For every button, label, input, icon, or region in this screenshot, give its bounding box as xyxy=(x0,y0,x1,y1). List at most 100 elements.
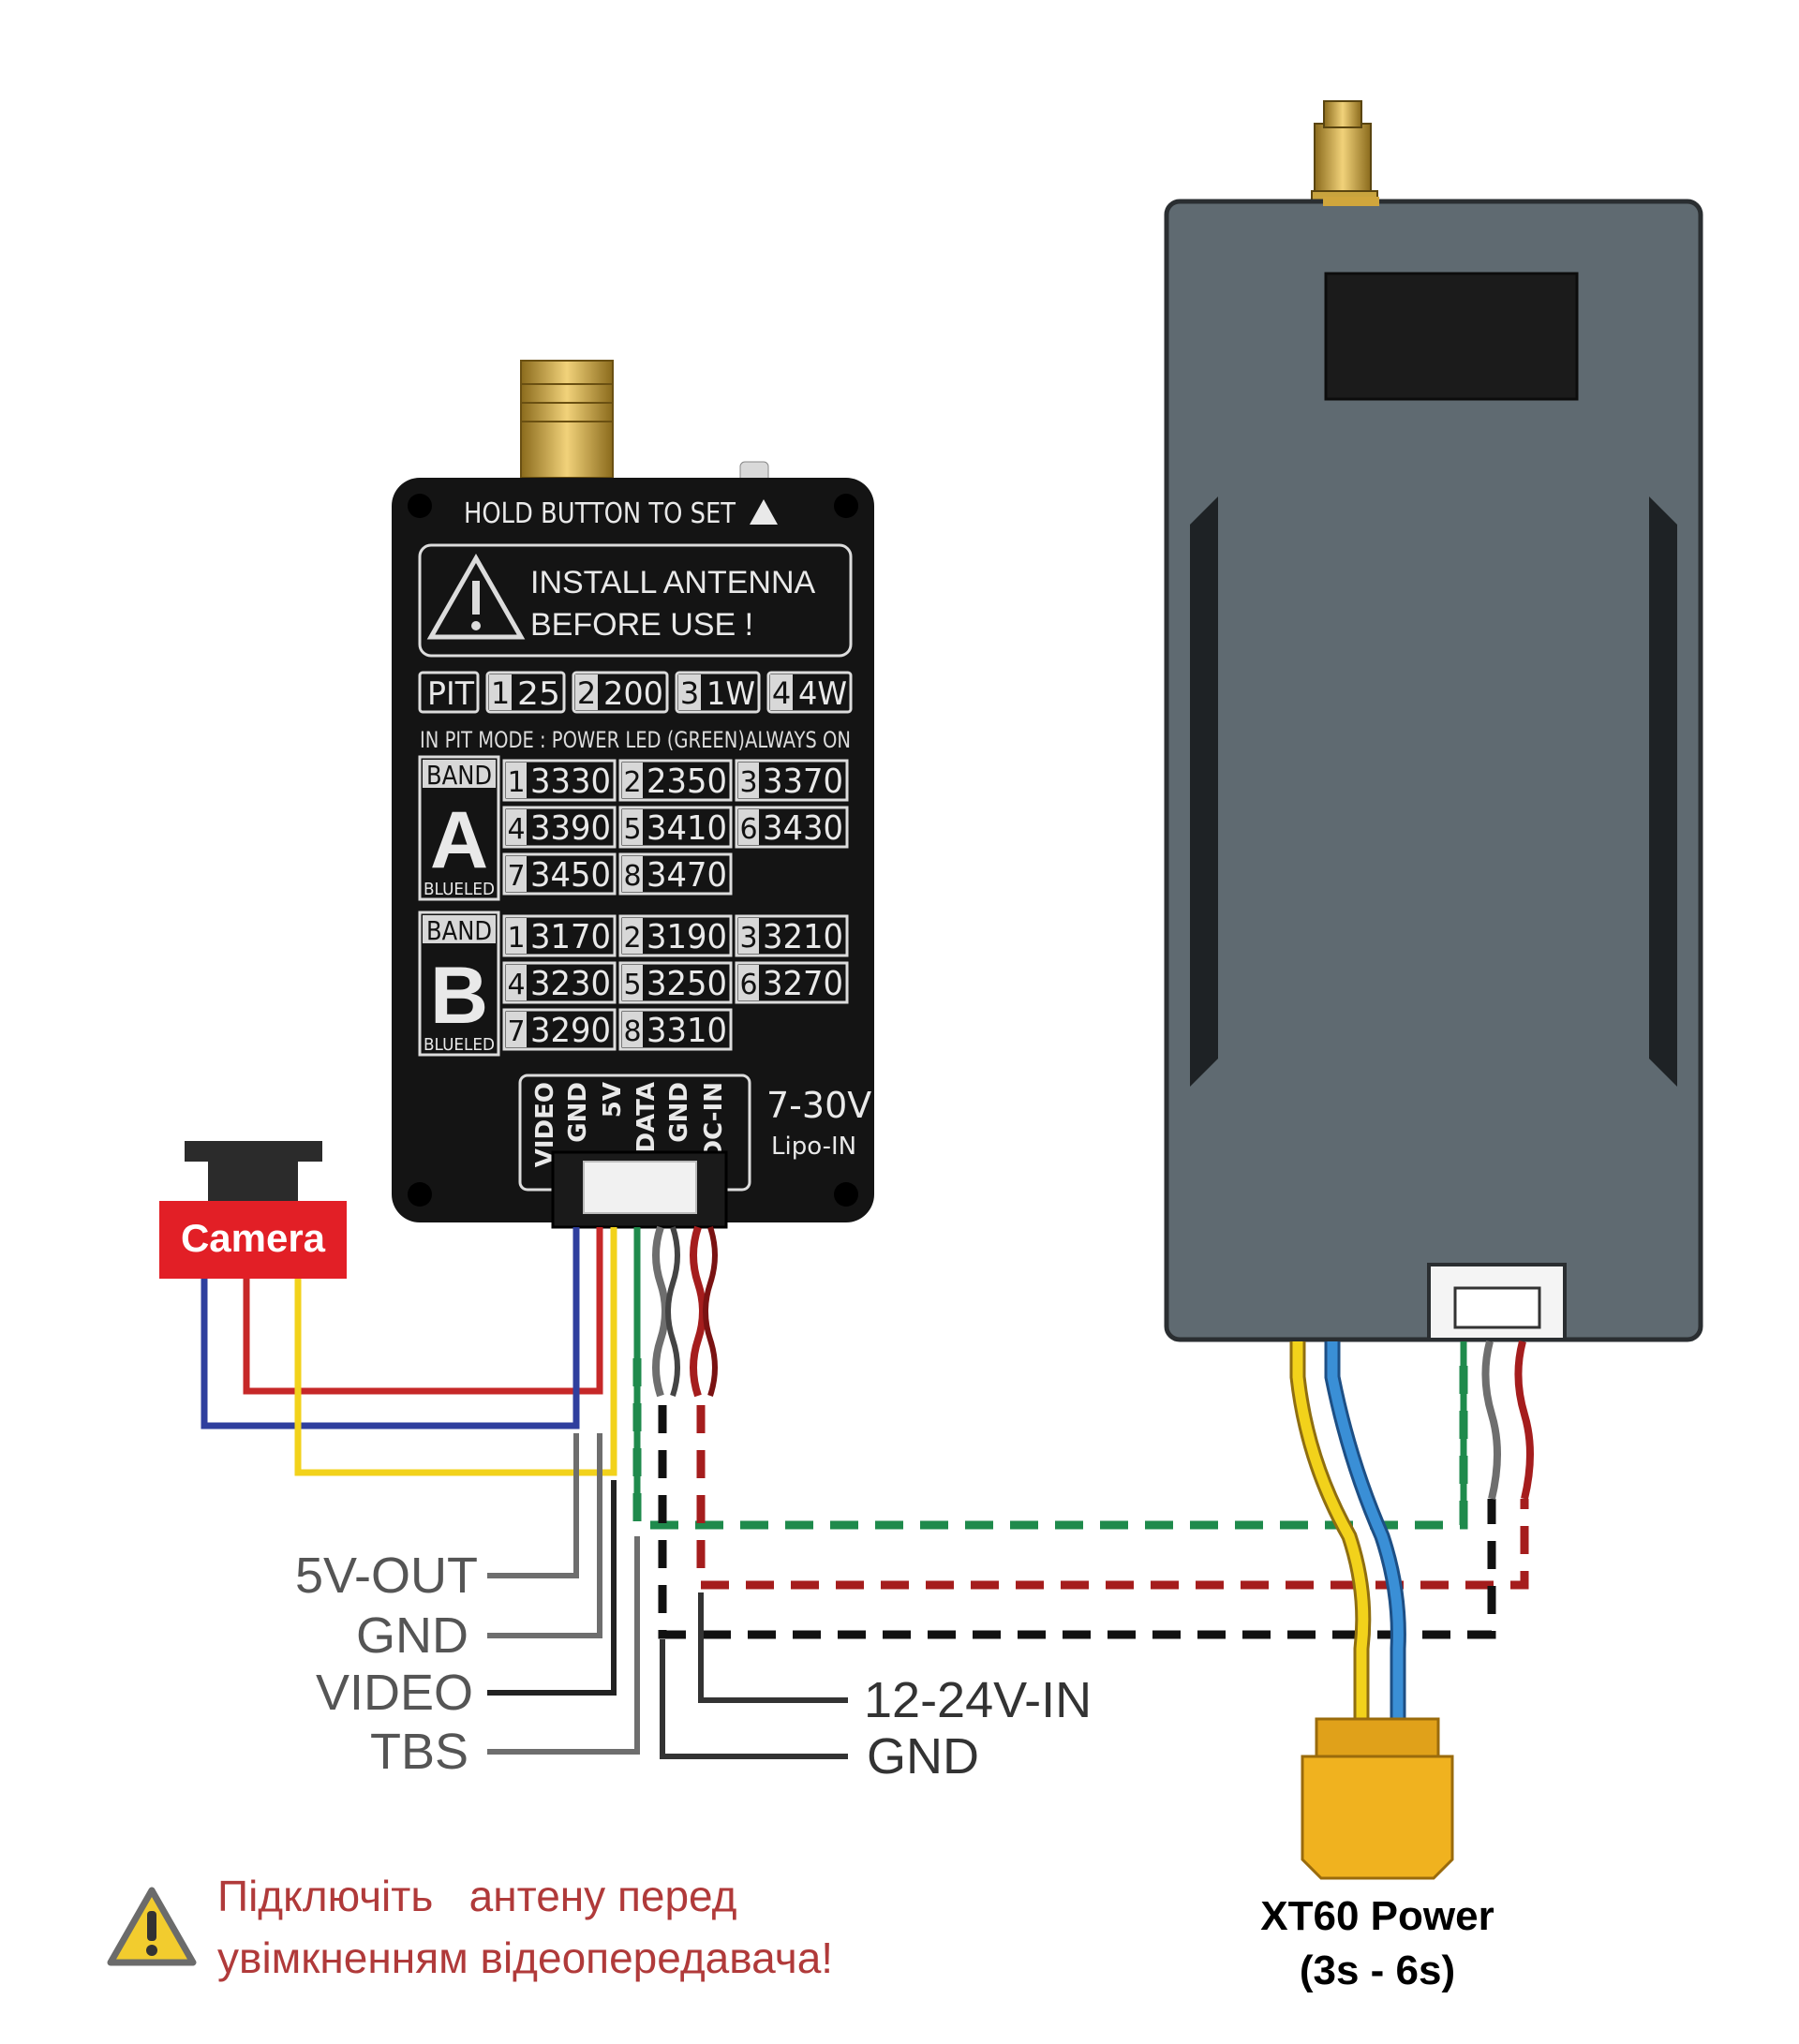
band-led-label: BLUELED xyxy=(424,1035,495,1055)
channel-number: 4 xyxy=(507,969,525,1001)
camera-label: Camera xyxy=(181,1216,326,1260)
power-level-value: PIT xyxy=(427,675,474,713)
pin-label-4: GND xyxy=(665,1082,693,1143)
band-led-label: BLUELED xyxy=(424,880,495,899)
channel-number: 7 xyxy=(507,860,525,893)
camera-red-wire xyxy=(243,1227,603,1395)
power-level-number: 1 xyxy=(491,675,510,711)
camera-body xyxy=(159,1201,347,1279)
vtx-red-twisted-wire xyxy=(690,1225,706,1398)
vtx-warning-line1: INSTALL ANTENNA xyxy=(530,565,816,600)
channel-number: 6 xyxy=(739,813,757,846)
label-tbs: TBS xyxy=(370,1724,468,1780)
channel-frequency: 3310 xyxy=(647,1012,727,1050)
channel-number: 1 xyxy=(507,766,525,799)
vtx-hold-button-text: HOLD BUTTON TO SET xyxy=(464,497,736,530)
channel-number: 2 xyxy=(623,766,641,799)
warning-ua-line1: Підключіть антену перед xyxy=(217,1872,737,1920)
warning-ua-line2: увімкненням відеопередавача! xyxy=(217,1933,833,1982)
vtx-warning-icon xyxy=(426,553,526,640)
channel-number: 4 xyxy=(507,813,525,846)
controller-red-wire xyxy=(1514,1340,1534,1500)
pin-label-3: DATA xyxy=(632,1082,661,1153)
channel-frequency: 3430 xyxy=(763,809,843,848)
power-level-number: 4 xyxy=(772,675,791,711)
controller-gray-wire xyxy=(1481,1340,1501,1500)
power-level-number: 2 xyxy=(577,675,596,711)
red-dashed-line xyxy=(696,1405,1529,1590)
controller-yellow-power-wire xyxy=(1292,1341,1369,1719)
pin-labels: 5V-OUT GND VIDEO TBS 12-24V-IN GND xyxy=(295,1548,1092,1785)
power-level-value: 1W xyxy=(706,675,755,713)
channel-number: 2 xyxy=(623,922,641,955)
pin-label-2: 5V xyxy=(599,1082,627,1118)
label-video: VIDEO xyxy=(316,1665,473,1721)
label-5v-out: 5V-OUT xyxy=(295,1548,478,1604)
channel-frequency: 3230 xyxy=(530,965,611,1003)
ua-warning: Підключіть антену перед увімкненням віде… xyxy=(107,1872,833,1982)
channel-frequency: 3450 xyxy=(530,856,611,895)
channel-frequency: 3290 xyxy=(530,1012,611,1050)
label-gnd-right: GND xyxy=(867,1728,979,1785)
power-level-number: 3 xyxy=(680,675,699,711)
channel-frequency: 3270 xyxy=(763,965,843,1003)
channel-number: 8 xyxy=(623,860,641,893)
channel-frequency: 3390 xyxy=(530,809,611,848)
camera-wires xyxy=(201,1227,617,1476)
power-level-value: 25 xyxy=(517,675,560,713)
channel-number: 7 xyxy=(507,1015,525,1048)
channel-frequency: 3210 xyxy=(763,918,843,956)
camera-lens-top xyxy=(185,1141,322,1162)
band-letter: A xyxy=(430,795,488,885)
channel-frequency: 2350 xyxy=(647,763,727,801)
channel-frequency: 3470 xyxy=(647,856,727,895)
controller-antenna-connector xyxy=(1314,123,1372,200)
camera-blue-wire xyxy=(201,1227,580,1429)
camera: Camera xyxy=(159,1141,347,1279)
vtx-warning-line2: BEFORE USE ! xyxy=(530,607,753,643)
channel-number: 5 xyxy=(623,813,641,846)
pin-label-1: GND xyxy=(564,1082,592,1143)
controller-right-grip xyxy=(1649,496,1677,1087)
vtx-antenna-connector xyxy=(520,360,614,479)
channel-frequency: 3250 xyxy=(647,965,727,1003)
channel-frequency: 3410 xyxy=(647,809,727,848)
controller-wires xyxy=(1289,1340,1534,1719)
channel-number: 5 xyxy=(623,969,641,1001)
controller-unit xyxy=(1164,100,1703,1342)
channel-number: 8 xyxy=(623,1015,641,1048)
label-12-24v-in: 12-24V-IN xyxy=(864,1672,1092,1728)
band-label: BAND xyxy=(426,915,492,946)
controller-left-grip xyxy=(1190,496,1218,1087)
channel-number: 3 xyxy=(739,766,757,799)
label-gnd-left: GND xyxy=(356,1607,468,1664)
black-dashed-line xyxy=(658,1405,1496,1639)
band-letter: B xyxy=(430,951,488,1041)
power-level-value: 200 xyxy=(603,675,663,713)
controller-screen xyxy=(1324,272,1579,401)
power-level-value: 4W xyxy=(798,675,847,713)
channel-number: 6 xyxy=(739,969,757,1001)
power-level-0: PIT xyxy=(418,671,480,714)
channel-number: 3 xyxy=(739,922,757,955)
